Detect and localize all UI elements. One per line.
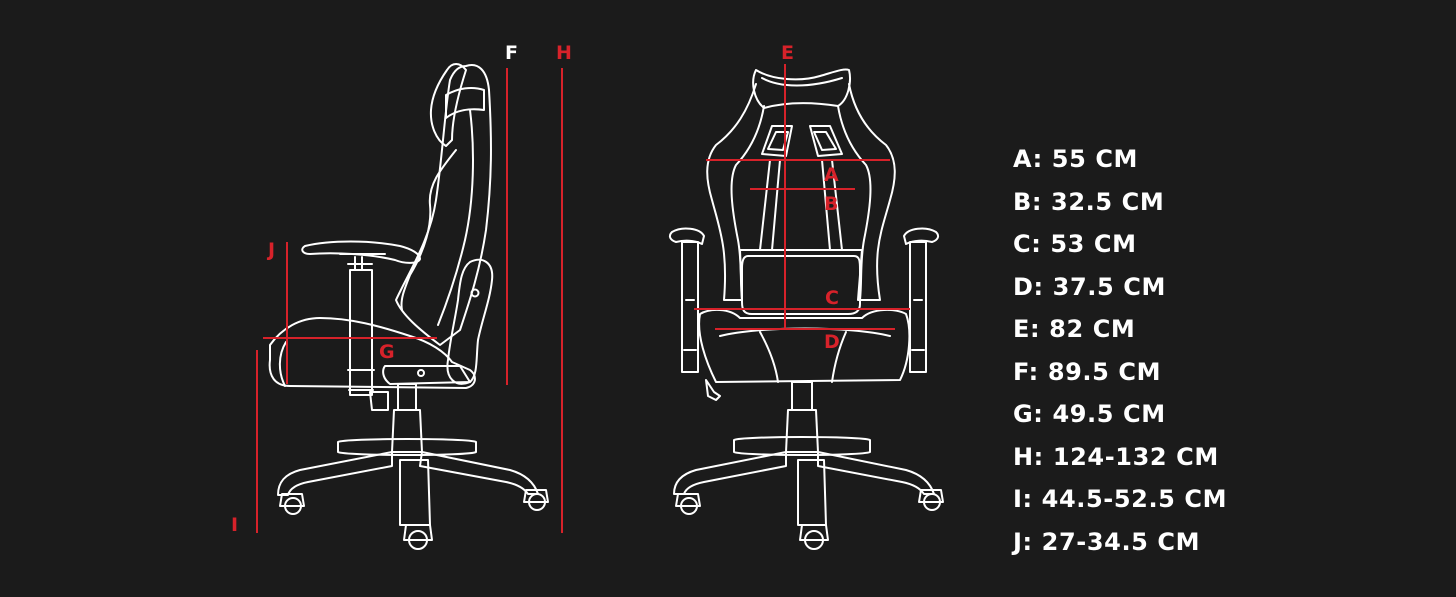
spec-e: E: 82 CM bbox=[1013, 315, 1136, 343]
front-slot-right bbox=[809, 125, 843, 157]
chair-side-view bbox=[268, 63, 549, 550]
side-seat-edge bbox=[278, 341, 287, 387]
side-headrest bbox=[429, 63, 467, 147]
side-armpad bbox=[301, 240, 421, 264]
spec-c: C: 53 CM bbox=[1013, 230, 1137, 258]
front-backrest bbox=[706, 83, 896, 301]
label-b: B bbox=[824, 193, 838, 215]
side-caster-front-housing bbox=[403, 524, 433, 541]
side-arm-post bbox=[349, 269, 373, 396]
label-d: D bbox=[824, 331, 840, 353]
label-a: A bbox=[824, 164, 839, 186]
front-headrest-inner bbox=[761, 77, 843, 87]
side-mechanism bbox=[369, 391, 389, 411]
front-armpad-left bbox=[668, 227, 705, 245]
spec-f: F: 89.5 CM bbox=[1013, 357, 1162, 386]
side-backrest-seam bbox=[437, 109, 474, 326]
side-backrest bbox=[395, 64, 492, 346]
side-recline-knob bbox=[470, 288, 480, 298]
side-seat-knob bbox=[417, 369, 425, 377]
front-dimension-lines bbox=[694, 64, 910, 330]
spec-a: A: 55 CM bbox=[1013, 145, 1139, 173]
side-caster-right-housing bbox=[523, 489, 549, 503]
front-headrest bbox=[752, 68, 851, 109]
front-base-hub bbox=[733, 436, 871, 456]
chair-front-view bbox=[668, 68, 944, 550]
front-armpost-right bbox=[909, 241, 927, 373]
front-slot-left bbox=[761, 125, 793, 157]
front-backrest-inner-right bbox=[837, 105, 872, 301]
spec-j: J: 27-34.5 CM bbox=[1013, 527, 1201, 556]
front-seam-right bbox=[821, 159, 843, 251]
front-caster-front-housing bbox=[799, 524, 829, 541]
side-arm-post-base bbox=[347, 369, 375, 391]
side-base-hub bbox=[337, 438, 477, 456]
front-armpost-left-detail bbox=[683, 299, 697, 351]
side-base-leg-front bbox=[399, 459, 431, 526]
side-arm-bracket bbox=[339, 253, 386, 271]
front-base-leg-left bbox=[673, 451, 787, 495]
side-backrest-inner bbox=[400, 149, 457, 311]
front-caster-left-housing bbox=[675, 493, 701, 507]
front-lumbar-pillow bbox=[741, 255, 861, 315]
label-e: E bbox=[781, 42, 794, 64]
side-caster-left-housing bbox=[279, 493, 305, 507]
side-seat-base bbox=[382, 365, 471, 385]
spec-i: I: 44.5-52.5 CM bbox=[1013, 485, 1228, 513]
front-base-leg-right bbox=[817, 451, 935, 495]
front-armpost-right-detail bbox=[911, 299, 925, 351]
spec-h: H: 124-132 CM bbox=[1013, 442, 1219, 471]
front-seat bbox=[698, 308, 911, 383]
side-headpad bbox=[445, 86, 485, 119]
label-i: I bbox=[231, 514, 238, 536]
front-seam-left bbox=[759, 159, 781, 251]
front-caster-right-housing bbox=[918, 489, 944, 503]
label-g: G bbox=[379, 341, 395, 363]
front-slot-right-inner bbox=[813, 131, 837, 151]
label-j: J bbox=[266, 239, 275, 261]
front-armpost-left bbox=[681, 241, 699, 373]
spec-g: G: 49.5 CM bbox=[1013, 400, 1166, 428]
front-lever bbox=[705, 379, 721, 401]
spec-d: D: 37.5 CM bbox=[1013, 272, 1166, 301]
dimension-spec-list: A: 55 CM B: 32.5 CM C: 53 CM D: 37.5 CM … bbox=[1013, 142, 1227, 567]
label-f: F bbox=[505, 42, 518, 64]
side-cylinder-sleeve bbox=[391, 409, 423, 453]
label-c: C bbox=[825, 287, 839, 309]
front-cylinder-sleeve bbox=[785, 409, 819, 453]
spec-b: B: 32.5 CM bbox=[1013, 187, 1165, 216]
front-base-leg-front bbox=[797, 459, 827, 526]
side-dimension-lines bbox=[256, 68, 563, 533]
front-seat-seam-right bbox=[831, 331, 847, 383]
side-base-leg-right bbox=[419, 451, 539, 495]
front-backrest-inner-left bbox=[730, 105, 765, 301]
side-base-leg-left bbox=[277, 451, 393, 496]
front-seat-seam-left bbox=[759, 331, 779, 383]
front-cylinder bbox=[791, 381, 813, 411]
label-h: H bbox=[556, 42, 572, 64]
dimension-letters: F H E J G I A B C D bbox=[231, 42, 840, 536]
